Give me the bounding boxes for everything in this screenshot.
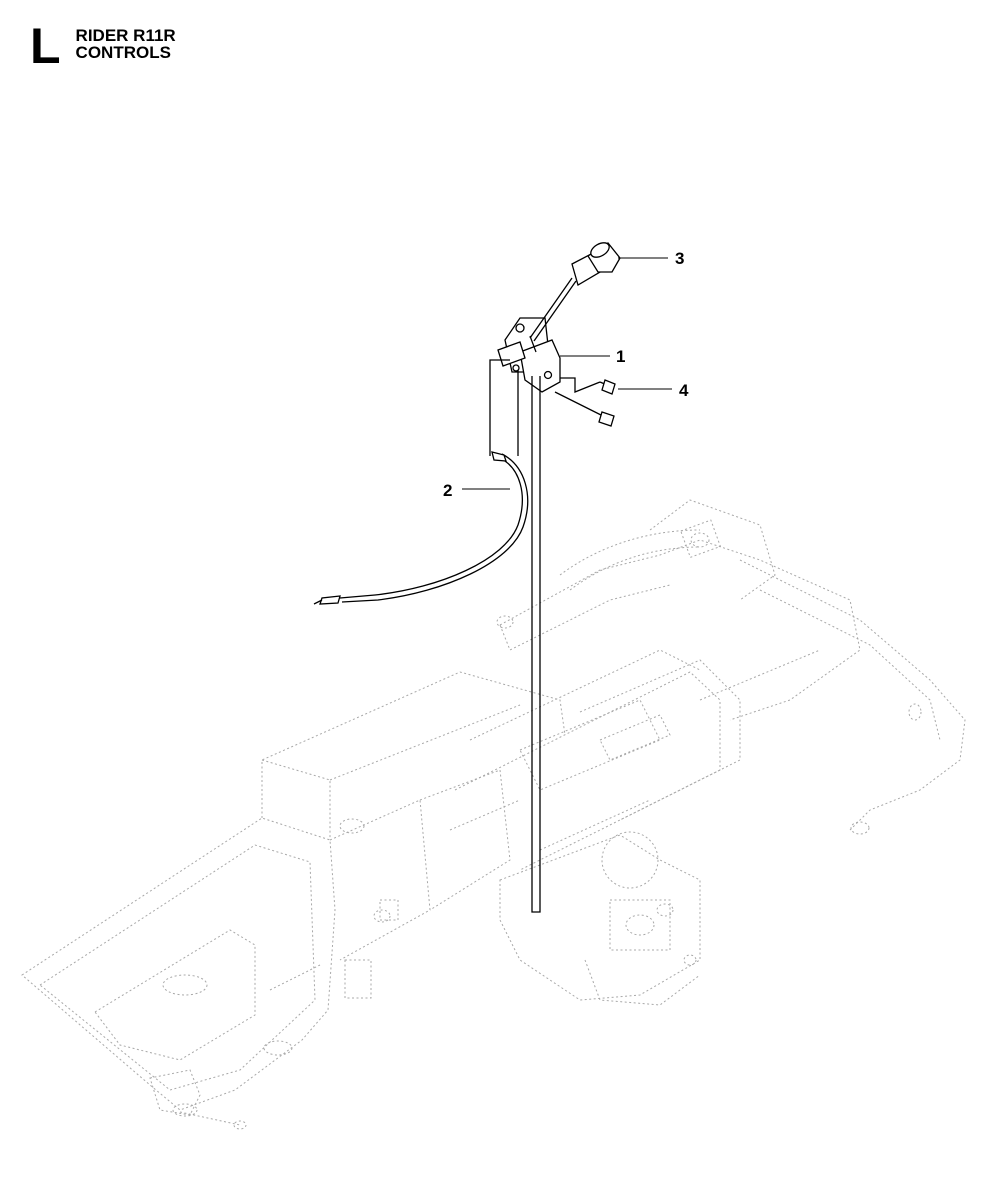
group-title: CONTROLS bbox=[75, 43, 171, 62]
throttle-bracket bbox=[497, 317, 561, 393]
mower-frame-ghost bbox=[21, 499, 966, 1130]
callout-2: 2 bbox=[443, 481, 452, 500]
section-letter: L bbox=[30, 18, 61, 74]
page-header: L RIDER R11R CONTROLS bbox=[30, 18, 176, 74]
title-block: RIDER R11R CONTROLS bbox=[76, 27, 176, 61]
callout-3: 3 bbox=[675, 249, 684, 268]
callout-1: 1 bbox=[616, 347, 625, 366]
control-rod bbox=[531, 376, 541, 913]
mounting-screws bbox=[554, 377, 616, 427]
throttle-cable bbox=[313, 451, 529, 605]
callout-4: 4 bbox=[679, 381, 689, 400]
inner-cable-wire bbox=[489, 359, 510, 456]
model-title: RIDER R11R bbox=[75, 26, 176, 45]
throttle-knob bbox=[529, 242, 621, 342]
